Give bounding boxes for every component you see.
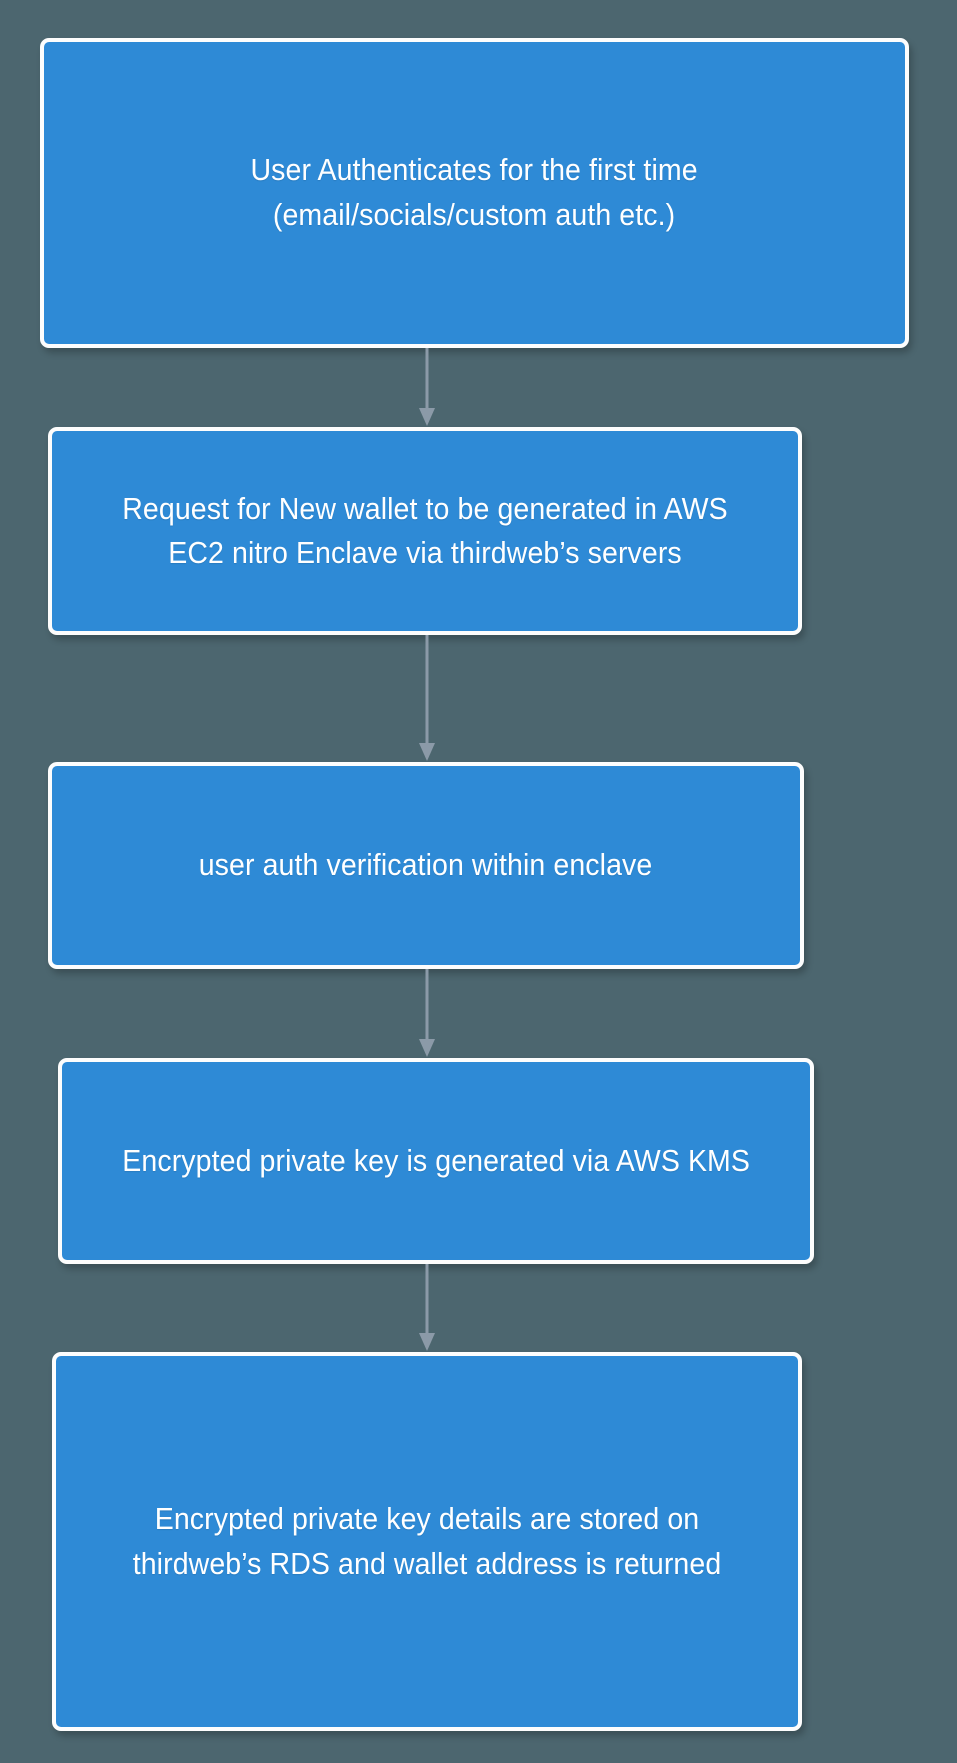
flow-connector-1-to-2 — [419, 348, 435, 426]
flow-node-label: Encrypted private key is generated via A… — [122, 1142, 750, 1178]
flow-node-key-details-stored[interactable]: Encrypted private key details are stored… — [52, 1352, 802, 1731]
flow-node-user-auth-verification[interactable]: user auth verification within enclave — [48, 762, 804, 969]
flow-connector-3-to-4 — [419, 969, 435, 1057]
flow-node-label: User Authenticates for the first time (e… — [250, 152, 699, 232]
flow-node-label: user auth verification within enclave — [199, 847, 653, 883]
flow-node-request-new-wallet[interactable]: Request for New wallet to be generated i… — [48, 427, 802, 635]
flow-node-encrypted-private-key-generated[interactable]: Encrypted private key is generated via A… — [58, 1058, 814, 1264]
arrow-head-down-icon — [419, 1333, 435, 1351]
flow-node-label: Encrypted private key details are stored… — [132, 1501, 722, 1581]
flow-node-label: Request for New wallet to be generated i… — [122, 490, 728, 570]
arrow-head-down-icon — [419, 743, 435, 761]
arrow-head-down-icon — [419, 1039, 435, 1057]
arrow-head-down-icon — [419, 408, 435, 426]
flow-connector-2-to-3 — [419, 635, 435, 761]
flow-connector-4-to-5 — [419, 1264, 435, 1351]
flow-node-user-authenticates[interactable]: User Authenticates for the first time (e… — [40, 38, 909, 348]
